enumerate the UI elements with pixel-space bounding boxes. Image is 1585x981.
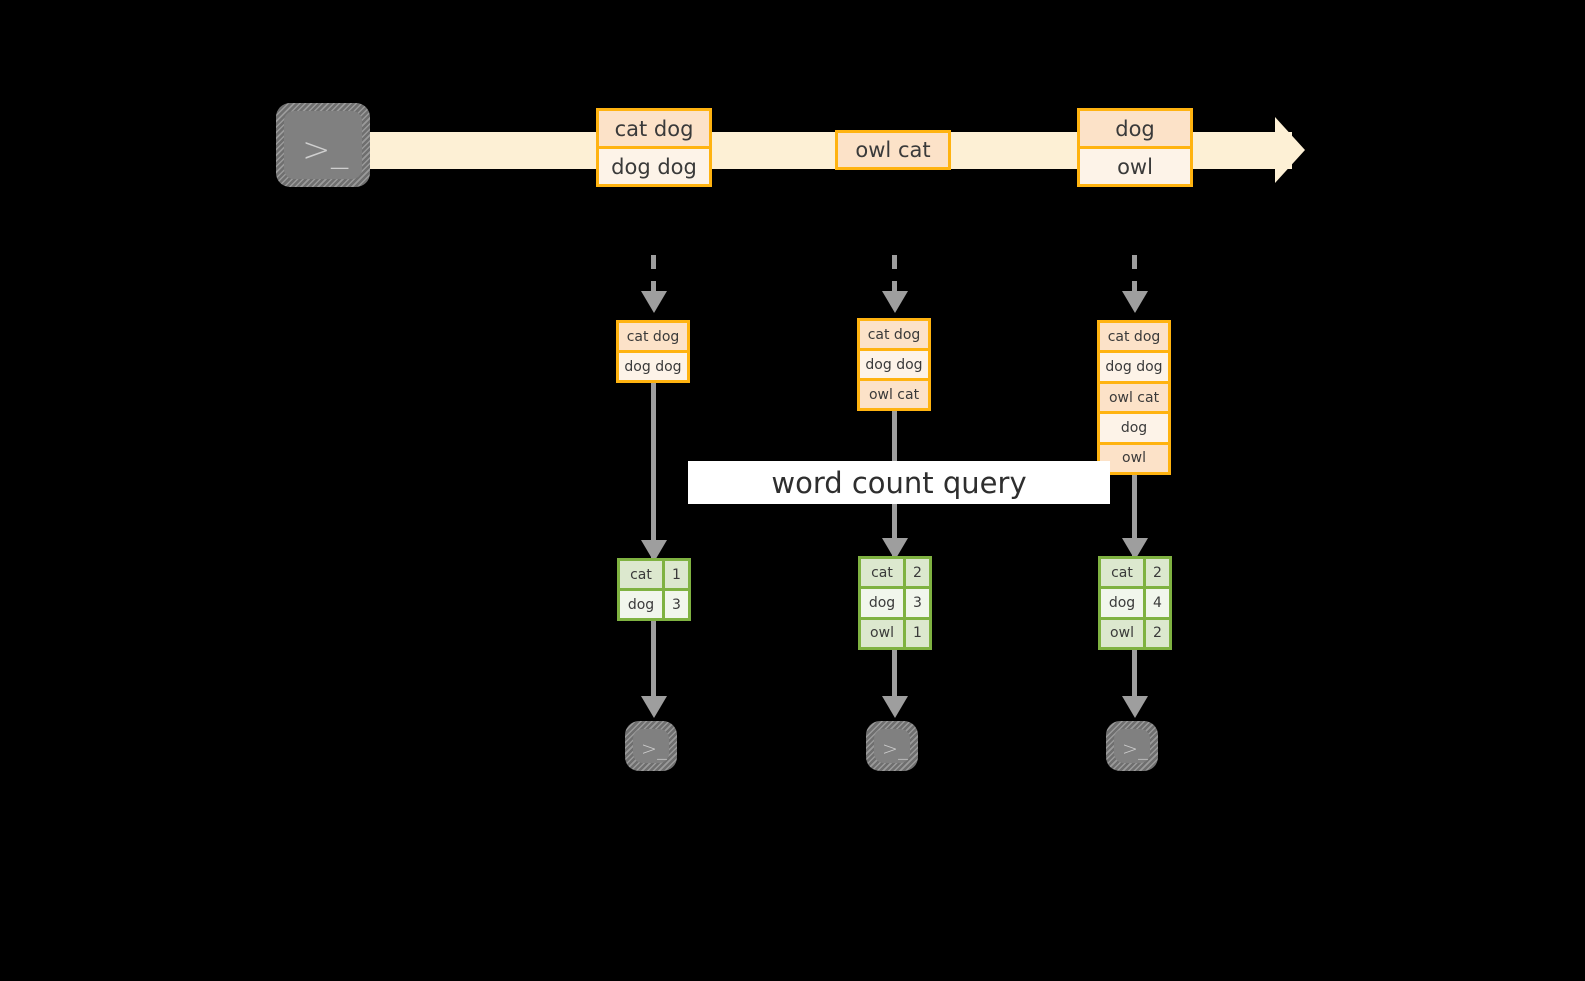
stream-record-group-2[interactable]: owl cat <box>835 130 951 170</box>
table-row: cat 2 <box>1101 559 1169 590</box>
sink-terminal-icon-3[interactable]: >_ <box>1106 721 1158 771</box>
snapshot-line: dog dog <box>1100 353 1168 384</box>
result-table-3[interactable]: cat 2 dog 4 owl 2 <box>1098 556 1172 650</box>
snapshot-dashed-connector-3 <box>1132 255 1137 293</box>
result-count: 2 <box>1153 625 1162 642</box>
snapshot-line: cat dog <box>860 321 928 351</box>
stream-record-line: dog dog <box>599 149 709 184</box>
stream-arrowhead <box>1275 117 1305 183</box>
snapshot-line: cat dog <box>619 323 687 353</box>
snapshot-stack-1[interactable]: cat dog dog dog <box>616 320 690 383</box>
stream-record-line: cat dog <box>599 111 709 149</box>
stream-record-group-3[interactable]: dog owl <box>1077 108 1193 187</box>
table-row: owl 2 <box>1101 619 1169 647</box>
snapshot-line: owl cat <box>1100 383 1168 415</box>
query-arrowhead-1 <box>641 540 667 562</box>
result-word: cat <box>620 561 665 588</box>
snapshot-stack-3[interactable]: cat dog dog dog owl cat dog owl <box>1097 320 1171 475</box>
result-count: 3 <box>913 594 922 611</box>
terminal-prompt-glyph: >_ <box>302 130 349 170</box>
snapshot-dashed-connector-1 <box>651 255 656 293</box>
result-table-2[interactable]: cat 2 dog 3 owl 1 <box>858 556 932 650</box>
terminal-body <box>1114 729 1150 763</box>
terminal-prompt-glyph: >_ <box>882 738 909 760</box>
snapshot-line: owl <box>1100 444 1168 473</box>
sink-connector-3 <box>1132 650 1137 703</box>
sink-arrowhead-3 <box>1122 696 1148 718</box>
table-row: cat 1 <box>620 561 688 591</box>
query-connector-1 <box>651 383 656 561</box>
table-row: owl 1 <box>861 619 929 647</box>
snapshot-line: cat dog <box>1100 323 1168 354</box>
result-count: 3 <box>672 596 681 613</box>
terminal-prompt-glyph: >_ <box>641 738 668 760</box>
result-count: 2 <box>1153 564 1162 581</box>
query-arrowhead-3 <box>1122 538 1148 560</box>
snapshot-line: dog dog <box>619 353 687 380</box>
terminal-body <box>284 111 362 179</box>
terminal-body <box>874 729 910 763</box>
result-word: cat <box>861 559 906 587</box>
query-arrowhead-2 <box>882 538 908 560</box>
result-word: dog <box>620 591 665 618</box>
sink-terminal-icon-2[interactable]: >_ <box>866 721 918 771</box>
sink-arrowhead-1 <box>641 696 667 718</box>
stream-record-group-1[interactable]: cat dog dog dog <box>596 108 712 187</box>
result-word: dog <box>1101 589 1146 617</box>
result-word: cat <box>1101 559 1146 587</box>
stream-record-line: dog <box>1080 111 1190 149</box>
result-word: dog <box>861 589 906 617</box>
snapshot-line: owl cat <box>860 381 928 408</box>
snapshot-dashed-connector-2 <box>892 255 897 293</box>
stream-record-line: owl cat <box>838 133 948 167</box>
table-row: cat 2 <box>861 559 929 590</box>
terminal-prompt-glyph: >_ <box>1122 738 1149 760</box>
snapshot-arrowhead-1 <box>641 291 667 313</box>
table-row: dog 3 <box>861 589 929 620</box>
result-count: 4 <box>1153 594 1162 611</box>
snapshot-line: dog <box>1100 414 1168 445</box>
sink-terminal-icon-1[interactable]: >_ <box>625 721 677 771</box>
sink-arrowhead-2 <box>882 696 908 718</box>
result-count: 1 <box>672 566 681 583</box>
result-word: owl <box>1101 619 1146 647</box>
snapshot-arrowhead-3 <box>1122 291 1148 313</box>
terminal-body <box>633 729 669 763</box>
query-connector-3 <box>1132 475 1137 559</box>
query-label: word count query <box>688 461 1110 504</box>
snapshot-line: dog dog <box>860 351 928 381</box>
snapshot-arrowhead-2 <box>882 291 908 313</box>
stream-record-line: owl <box>1080 149 1190 184</box>
table-row: dog 4 <box>1101 589 1169 620</box>
sink-connector-2 <box>892 650 897 703</box>
sink-connector-1 <box>651 621 656 703</box>
snapshot-stack-2[interactable]: cat dog dog dog owl cat <box>857 318 931 411</box>
result-word: owl <box>861 619 906 647</box>
source-terminal-icon[interactable]: >_ <box>276 103 370 187</box>
result-count: 1 <box>913 625 922 642</box>
result-count: 2 <box>913 564 922 581</box>
result-table-1[interactable]: cat 1 dog 3 <box>617 558 691 621</box>
table-row: dog 3 <box>620 591 688 618</box>
